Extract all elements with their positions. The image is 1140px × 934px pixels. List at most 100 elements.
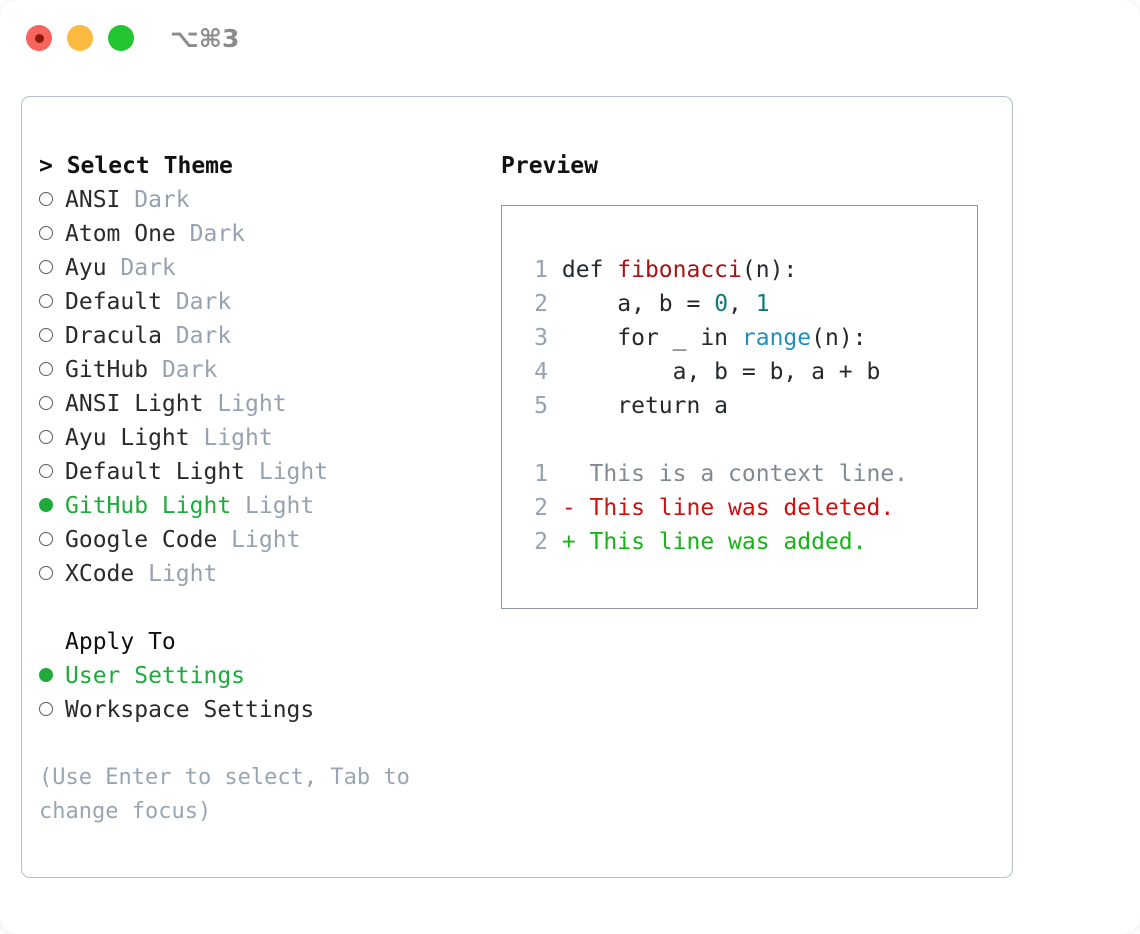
section-spacer	[39, 591, 489, 625]
code-line-number: 1	[534, 461, 548, 487]
radio-unselected-icon[interactable]	[39, 217, 65, 251]
minimize-window-button[interactable]	[67, 25, 93, 51]
code-line: 5 return a	[522, 389, 908, 423]
bullet-dot	[39, 464, 53, 478]
radio-unselected-icon[interactable]	[39, 319, 65, 353]
code-line-number: 2	[534, 529, 548, 555]
radio-unselected-icon[interactable]	[39, 693, 65, 727]
keyboard-hint-text: (Use Enter to select, Tab to change focu…	[39, 765, 410, 824]
apply-to-option[interactable]: User Settings	[39, 659, 489, 693]
radio-unselected-icon[interactable]	[39, 421, 65, 455]
code-line-number: 4	[534, 359, 548, 385]
bullet-dot	[39, 192, 53, 206]
code-token: fibonacci	[617, 257, 742, 283]
apply-to-option[interactable]: Workspace Settings	[39, 693, 489, 727]
code-line: 2 a, b = 0, 1	[522, 287, 908, 321]
code-token: def	[561, 257, 618, 283]
traffic-lights	[26, 25, 134, 51]
radio-unselected-icon[interactable]	[39, 251, 65, 285]
code-line: 4 a, b = b, a + b	[522, 355, 908, 389]
theme-category-tag: Dark	[161, 323, 232, 349]
diff-line-text: - This line was deleted.	[548, 495, 895, 521]
bullet-dot	[39, 566, 53, 580]
radio-selected-icon[interactable]	[39, 489, 65, 523]
code-line: 1 def fibonacci(n):	[522, 253, 908, 287]
theme-category-tag: Light	[134, 561, 218, 587]
diff-line: 1 This is a context line.	[522, 457, 908, 491]
maximize-window-button[interactable]	[108, 25, 134, 51]
theme-option[interactable]: Atom One Dark	[39, 217, 489, 251]
code-line-number: 2	[534, 291, 548, 317]
code-token: 1	[755, 291, 770, 317]
theme-option-label: Google Code	[65, 527, 218, 553]
theme-option[interactable]: Default Dark	[39, 285, 489, 319]
right-column: Preview 1 def fibonacci(n):2 a, b = 0, 1…	[501, 149, 1001, 609]
theme-option[interactable]: ANSI Light Light	[39, 387, 489, 421]
select-theme-heading: > Select Theme	[39, 153, 233, 179]
code-token: 0	[714, 291, 729, 317]
theme-option-label: XCode	[65, 561, 135, 587]
radio-unselected-icon[interactable]	[39, 455, 65, 489]
code-token: for _ in	[561, 325, 742, 351]
code-line-number: 2	[534, 495, 548, 521]
theme-option-label: Atom One	[65, 221, 176, 247]
code-token: ,	[728, 291, 756, 317]
code-token: (n):	[741, 257, 798, 283]
radio-unselected-icon[interactable]	[39, 285, 65, 319]
theme-option[interactable]: ANSI Dark	[39, 183, 489, 217]
theme-option-label: Default Light	[65, 459, 246, 485]
theme-category-tag: Light	[245, 459, 329, 485]
bullet-dot	[39, 396, 53, 410]
close-window-button[interactable]	[26, 25, 52, 51]
keyboard-shortcut-label: ⌥⌘3	[170, 24, 240, 53]
theme-option[interactable]: Default Light Light	[39, 455, 489, 489]
radio-unselected-icon[interactable]	[39, 557, 65, 591]
theme-option-label: Ayu Light	[65, 425, 190, 451]
code-line: 3 for _ in range(n):	[522, 321, 908, 355]
theme-option[interactable]: Ayu Light Light	[39, 421, 489, 455]
code-blank-line	[522, 423, 908, 457]
theme-option[interactable]: Dracula Dark	[39, 319, 489, 353]
theme-category-tag: Light	[189, 425, 273, 451]
theme-option[interactable]: Ayu Dark	[39, 251, 489, 285]
code-token: a, b = b, a + b	[561, 359, 881, 385]
radio-unselected-icon[interactable]	[39, 387, 65, 421]
theme-option-label: Ayu	[65, 255, 107, 281]
bullet-dot	[39, 430, 53, 444]
code-token: a, b =	[561, 291, 715, 317]
theme-option[interactable]: GitHub Light Light	[39, 489, 489, 523]
radio-unselected-icon[interactable]	[39, 183, 65, 217]
theme-option[interactable]: GitHub Dark	[39, 353, 489, 387]
apply-to-option-label: Workspace Settings	[65, 697, 315, 723]
theme-category-tag: Dark	[161, 289, 232, 315]
preview-heading: Preview	[501, 153, 598, 179]
code-token: (n):	[811, 325, 867, 351]
radio-selected-icon[interactable]	[39, 659, 65, 693]
code-line-number: 3	[534, 325, 548, 351]
code-token: range	[741, 325, 812, 351]
radio-unselected-icon[interactable]	[39, 353, 65, 387]
hint-spacer	[39, 727, 489, 761]
bullet-dot	[39, 668, 53, 682]
theme-option[interactable]: Google Code Light	[39, 523, 489, 557]
theme-category-tag: Light	[217, 527, 301, 553]
bullet-dot	[39, 328, 53, 342]
theme-category-tag: Dark	[148, 357, 218, 383]
theme-option-label: Default	[65, 289, 162, 315]
title-bar: ⌥⌘3	[0, 0, 1140, 76]
apply-to-option-label: User Settings	[65, 663, 246, 689]
theme-option-label: Dracula	[65, 323, 162, 349]
theme-option[interactable]: XCode Light	[39, 557, 489, 591]
diff-line: 2 + This line was added.	[522, 525, 908, 559]
radio-unselected-icon[interactable]	[39, 523, 65, 557]
theme-category-tag: Dark	[120, 187, 190, 213]
diff-line-text: This is a context line.	[548, 461, 909, 487]
diff-line-text: + This line was added.	[548, 529, 867, 555]
bullet-dot	[39, 702, 53, 716]
